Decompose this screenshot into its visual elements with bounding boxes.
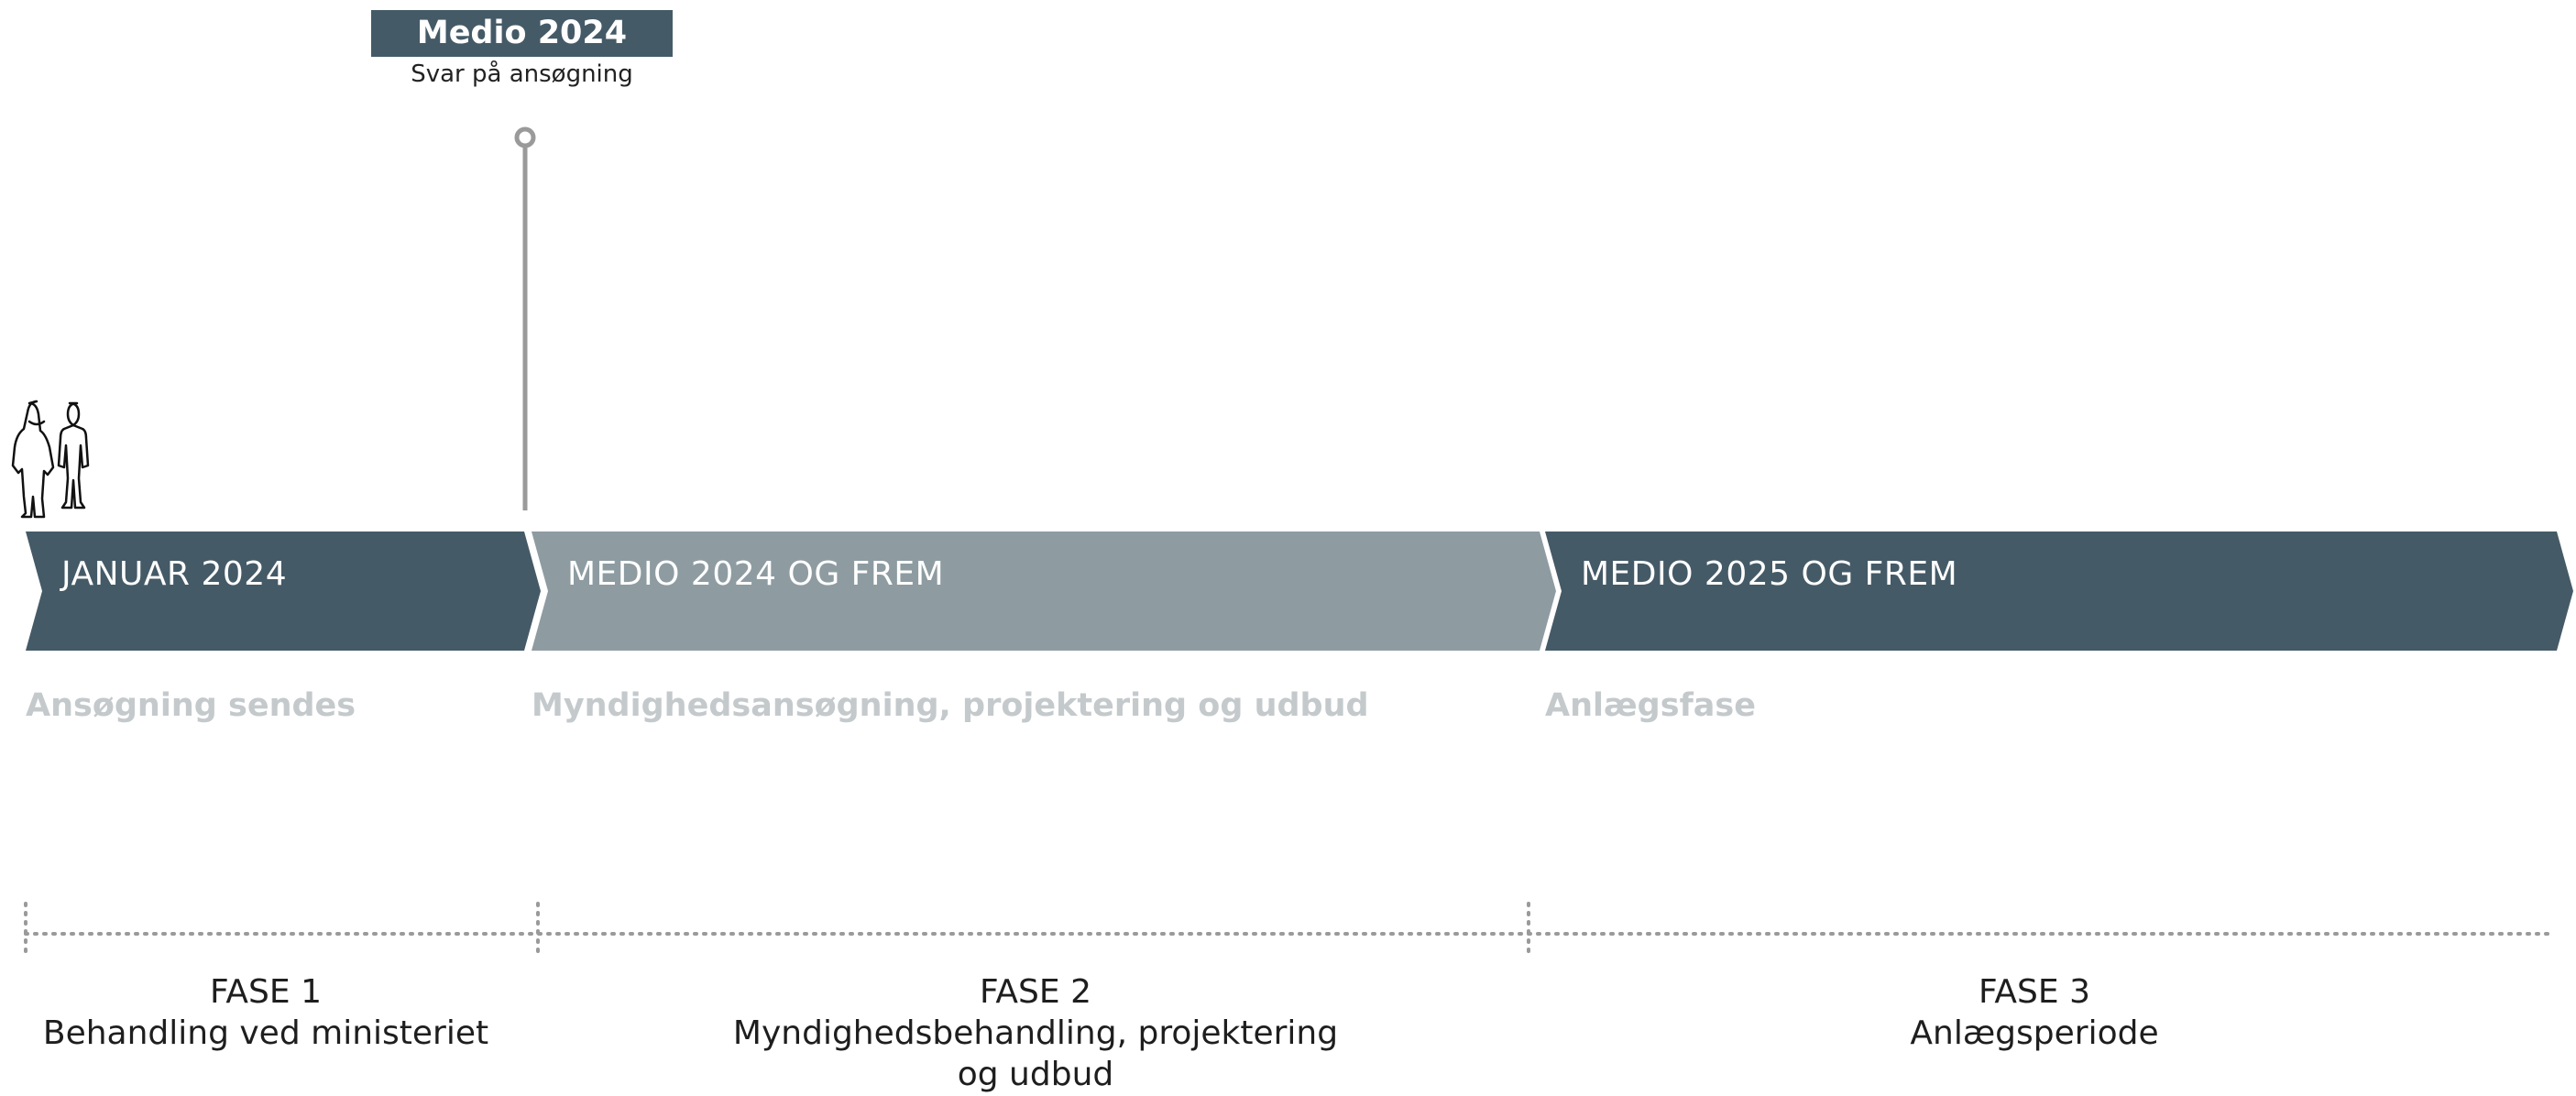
fase-title-2: FASE 2 [980, 973, 1091, 1011]
milestone-title: Medio 2024 [371, 10, 673, 57]
fase-description-1: Behandling ved ministeriet [42, 1014, 489, 1052]
milestone-pin [514, 126, 536, 148]
fase-block-1: FASE 1 Behandling ved ministeriet [37, 971, 495, 1054]
milestone-subtitle: Svar på ansøgning [411, 60, 633, 88]
fase-title-1: FASE 1 [210, 973, 322, 1011]
phase-description-2: Myndighedsansøgning, projektering og udb… [532, 687, 1369, 724]
people-silhouette-icon [11, 400, 90, 519]
fase-block-3: FASE 3 Anlægsperiode [1805, 971, 2264, 1054]
phase-description-3: Anlægsfase [1545, 687, 1756, 724]
phase-description-1: Ansøgning sendes [26, 687, 356, 724]
fase-title-3: FASE 3 [1979, 973, 2090, 1011]
fase-description-3: Anlægsperiode [1910, 1014, 2159, 1052]
phase-label-3: MEDIO 2025 OG FREM [1581, 555, 1958, 593]
phase-label-2: MEDIO 2024 OG FREM [567, 555, 945, 593]
phase-arrow-1 [26, 532, 541, 651]
fase-block-2: FASE 2 Myndighedsbehandling, projekterin… [724, 971, 1347, 1095]
phase-arrow-2 [532, 532, 1556, 651]
fase-description-2: Myndighedsbehandling, projektering og ud… [732, 1014, 1339, 1093]
phase-arrow-3 [1545, 532, 2573, 651]
phase-label-1: JANUAR 2024 [61, 555, 288, 593]
